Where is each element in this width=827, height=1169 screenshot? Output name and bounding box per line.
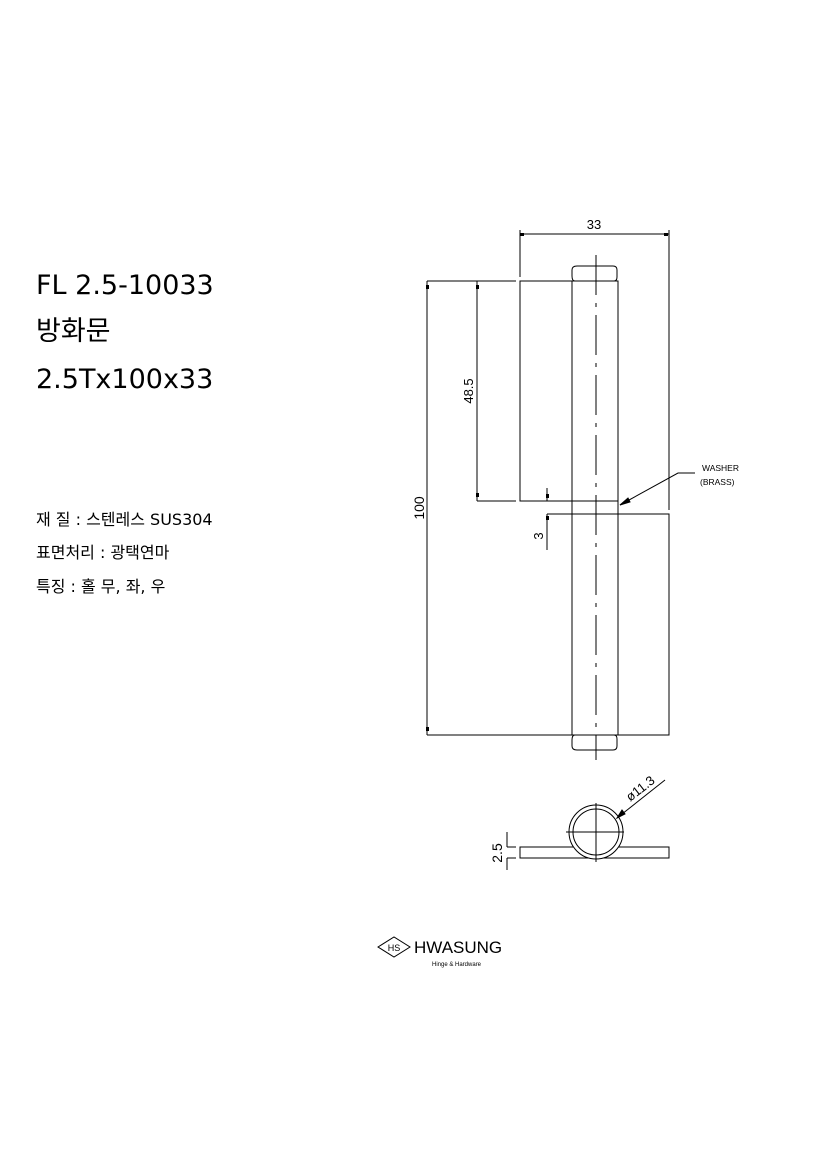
section-view: ø11.3 2.5 — [489, 773, 670, 870]
lower-leaf — [547, 501, 670, 751]
dim-height-label: 100 — [411, 496, 427, 520]
spec-features: 특징 : 홀 무, 좌, 우 — [36, 577, 166, 596]
spec-finish: 표면처리 : 광택연마 — [36, 543, 170, 562]
logo-tagline: Hinge & Hardware — [432, 962, 482, 968]
model-number: FL 2.5-10033 — [36, 270, 214, 301]
dimension-gap: 3 — [531, 488, 549, 550]
washer-label: WASHER — [702, 463, 739, 473]
washer-material-label: (BRASS) — [700, 477, 735, 487]
spec-material: 재 질 : 스텐레스 SUS304 — [36, 510, 213, 529]
dimension-leaf: 48.5 — [461, 281, 516, 502]
dim-thickness-label: 2.5 — [489, 843, 505, 863]
upper-leaf — [519, 265, 619, 502]
dim-leaf-label: 48.5 — [461, 378, 476, 403]
logo-mark: HS — [388, 943, 401, 953]
dimension-height: 100 — [411, 280, 669, 736]
product-name: 방화문 — [36, 316, 111, 347]
dim-width-label: 33 — [587, 217, 601, 232]
washer-callout: WASHER (BRASS) — [619, 463, 739, 506]
dim-gap-label: 3 — [531, 532, 546, 539]
dimension-width: 33 — [519, 217, 670, 510]
hwasung-logo: HS HWASUNG Hinge & Hardware — [377, 936, 502, 968]
product-size: 2.5Tx100x33 — [36, 364, 214, 395]
logo-name: HWASUNG — [414, 938, 502, 957]
